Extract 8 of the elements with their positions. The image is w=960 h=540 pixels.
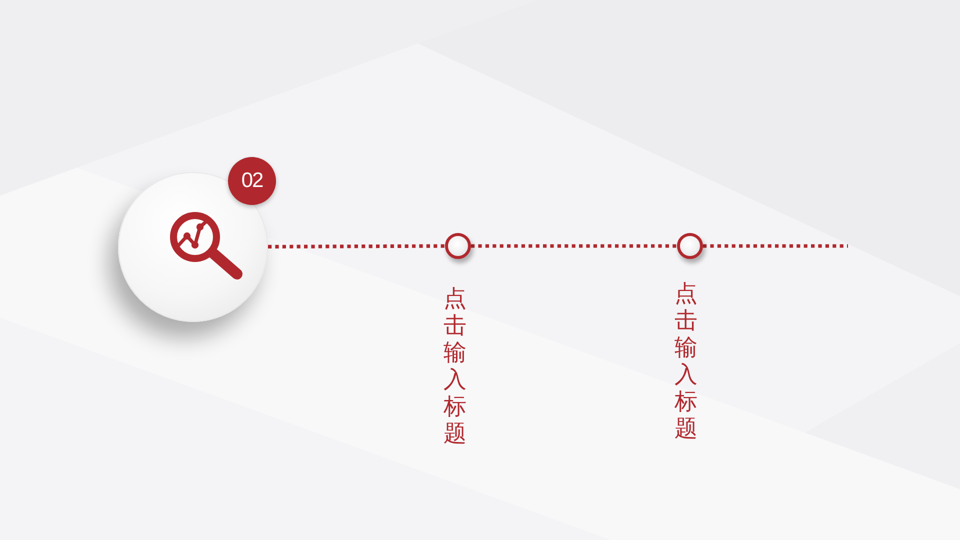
dotted-line	[703, 244, 848, 248]
ring-marker	[677, 233, 703, 259]
dotted-line	[268, 244, 445, 248]
vertical-title: 点击输入标题	[674, 281, 698, 443]
vertical-title: 点击输入标题	[443, 286, 467, 448]
dotted-line	[471, 244, 677, 248]
number-badge: 02	[228, 157, 276, 205]
ring-marker	[445, 233, 471, 259]
